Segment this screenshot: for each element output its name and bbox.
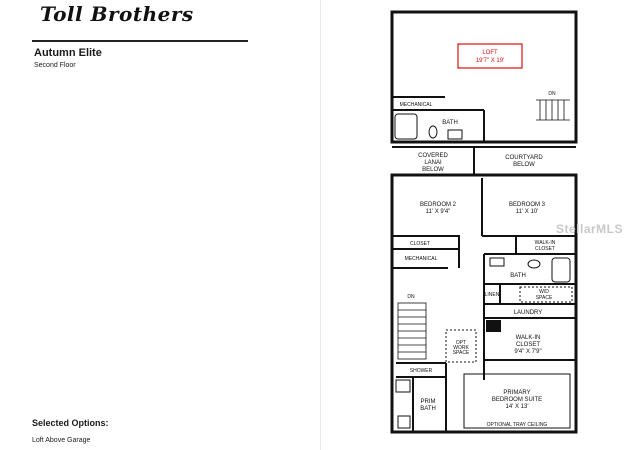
primary-walkin-line-1: WALK-IN [516,335,541,341]
shower-label: SHOWER [410,368,433,374]
brand-logo: Toll Brothers [40,2,194,26]
wd-space-label-line-2: SPACE [536,295,553,301]
prim-bath-label-line-1: PRIM [421,399,436,405]
plan-name: Autumn Elite [34,47,102,59]
loft-dimensions: 19'7" X 19' [476,58,504,64]
opt-work-space-line-3: SPACE [453,350,470,356]
linen-label: LINEN [485,292,500,298]
sink-mid [489,257,505,267]
opt-work-space-line-1: OPT [456,340,466,346]
plan-floor: Second Floor [34,62,76,69]
closet-label: CLOSET [410,241,430,247]
lanai-label-line-1: COVERED [418,153,448,159]
bedroom-3-dimensions: 11' X 10' [516,209,539,215]
selected-option-item: Loft Above Garage [32,437,91,444]
primary-suite-dimensions: 14' X 13' [506,404,529,410]
primary-suite-line-1: PRIMARY [503,390,530,396]
toilet-prim [395,379,411,393]
tray-ceiling-outline [463,373,571,429]
selected-options-heading: Selected Options: [32,418,109,428]
page-divider [320,0,321,450]
walkin-label-line-1: WALK-IN [535,240,556,246]
wd-space-label-line-1: W/D [539,289,549,295]
sink-prim [397,415,411,429]
sink-top [447,129,463,140]
bath-mid-label: BATH [510,273,526,279]
toilet-mid [527,259,541,269]
wd-space-box [519,286,573,303]
stairs-down-top-label: DN [548,91,556,97]
interior-walls [392,96,576,432]
mechanical-top-label: MECHANICAL [400,102,433,108]
mechanical-mid-label: MECHANICAL [405,256,438,262]
bedroom-2-name: BEDROOM 2 [420,202,457,208]
prim-bath-label-line-2: BATH [420,406,436,412]
lanai-label-line-3: BELOW [422,167,444,173]
stairs-top [536,99,570,121]
bath-top-label: BATH [442,120,458,126]
mls-watermark: StellarMLS [556,222,624,236]
stairs-mid [397,302,427,360]
primary-walkin-line-2: CLOSET [516,342,540,348]
opt-work-space-box [445,329,477,363]
primary-suite-line-2: BEDROOM SUITE [492,397,542,403]
stairs-down-mid-label: DN [407,294,415,300]
primary-walkin-dimensions: 9'4" X 7'9" [514,349,541,355]
tub-mid [551,257,571,283]
bedroom-2-dimensions: 11' X 9'4" [426,209,451,215]
header-rule [32,40,248,42]
tray-ceiling-label: OPTIONAL TRAY CEILING [487,422,548,428]
lanai-label-line-2: LANAI [424,160,442,166]
courtyard-label-line-2: BELOW [513,162,535,168]
tub-top [394,113,418,140]
loft-highlight-box [457,43,523,69]
laundry-label: LAUNDRY [514,310,543,316]
loft-name: LOFT [482,50,498,56]
bedroom-3-name: BEDROOM 3 [509,202,546,208]
fixtures [394,43,573,429]
opt-work-space-line-2: WORK [453,345,469,351]
walkin-label-line-2: CLOSET [535,246,555,252]
column-block [486,320,501,332]
toilet-top [428,125,438,139]
courtyard-label-line-1: COURTYARD [505,155,543,161]
